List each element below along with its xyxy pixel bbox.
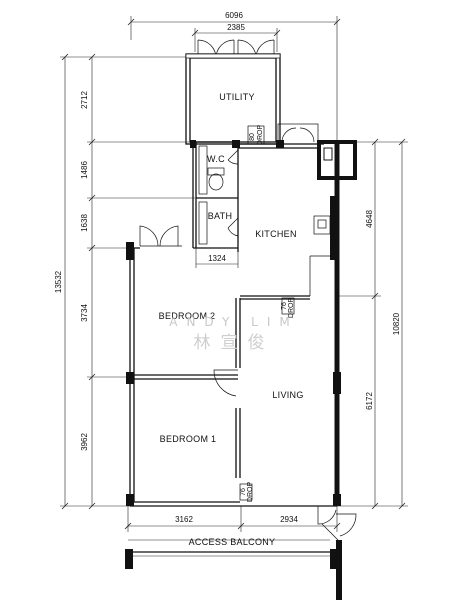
dim-bottom-living: 2934 [280, 515, 298, 524]
doors [139, 39, 357, 541]
wc-toilet-cistern [207, 167, 225, 176]
label-access-balcony: ACCESS BALCONY [189, 537, 276, 547]
refuse-chute-bottom [239, 483, 253, 501]
dim-left-utility: 2712 [80, 91, 89, 109]
dim-left-total: 13532 [54, 270, 63, 293]
refuse-chute-top [247, 125, 265, 145]
dim-left-wc: 1486 [80, 161, 89, 179]
room-label-bath: BATH [208, 211, 233, 221]
watermark-chinese: 林宣俊 [194, 333, 275, 353]
room-label-bedroom-1: BEDROOM 1 [160, 434, 217, 444]
dim-right-total: 10820 [392, 312, 401, 335]
room-label-bedroom-2: BEDROOM 2 [159, 311, 216, 321]
room-label-kitchen: KITCHEN [255, 229, 297, 239]
dim-left-bed2: 3734 [80, 304, 89, 322]
drop-mid-label: DROP [288, 298, 295, 319]
refuse-chute-mid [281, 297, 295, 315]
drop-bottom-label: DROP [247, 482, 254, 503]
dim-bath-width: 1324 [208, 254, 226, 263]
drop-bottom-number: 76 [240, 488, 247, 496]
drop-top-number: 80 [249, 133, 256, 141]
dim-left-bed1: 3962 [80, 433, 89, 451]
bath-shower [198, 201, 208, 245]
dim-bottom-bed1: 3162 [175, 515, 193, 524]
room-label-utility: UTILITY [219, 92, 255, 102]
utility-opening [185, 53, 281, 59]
room-label-living: LIVING [272, 390, 303, 400]
dim-top-total: 6096 [225, 11, 243, 20]
fixtures [185, 53, 332, 501]
dim-top-utility: 2385 [227, 23, 245, 32]
dimension-ticks [61, 18, 406, 530]
kitchen-sink [317, 219, 327, 229]
dimension-lines [60, 16, 408, 532]
drop-top-label: DROP [257, 125, 264, 146]
columns [126, 140, 357, 506]
access-balcony [125, 539, 342, 600]
dim-right-living: 6172 [365, 392, 374, 410]
drop-mid-number: 76 [281, 302, 288, 310]
room-label-wc: W.C [207, 154, 225, 164]
wc-toilet-bowl [208, 173, 224, 191]
watermark-latin: ANDY LIM [169, 315, 299, 329]
wc-side [198, 145, 208, 195]
dim-left-bath: 1638 [80, 214, 89, 232]
dim-right-kitchen: 4648 [365, 210, 374, 228]
kitchen-counter [313, 215, 331, 235]
